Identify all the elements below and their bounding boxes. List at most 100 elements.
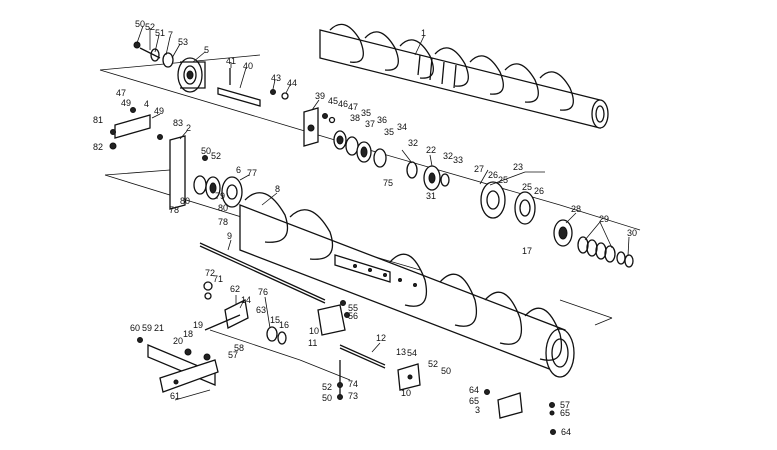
label-55: 55	[348, 303, 358, 313]
label-50c: 50	[441, 366, 451, 376]
label-74: 74	[348, 379, 358, 389]
label-38: 38	[350, 113, 360, 123]
label-78b: 78	[218, 217, 228, 227]
label-2: 2	[186, 123, 191, 133]
label-17: 17	[522, 246, 532, 256]
label-12: 12	[376, 333, 386, 343]
bearing-stack-35-38	[322, 113, 387, 168]
label-32a: 32	[408, 138, 418, 148]
label-21: 21	[154, 323, 164, 333]
label-44: 44	[287, 78, 297, 88]
label-30: 30	[627, 228, 637, 238]
label-75: 75	[383, 178, 393, 188]
label-52d: 52	[322, 382, 332, 392]
label-62: 62	[230, 284, 240, 294]
label-53: 53	[178, 37, 188, 47]
label-33: 33	[453, 155, 463, 165]
label-37: 37	[365, 119, 375, 129]
label-7: 7	[168, 30, 173, 40]
label-32b: 32	[443, 151, 453, 161]
sprocket-group-22	[406, 161, 450, 191]
label-81: 81	[93, 115, 103, 125]
label-50a: 50	[135, 19, 145, 29]
lower-linkage	[203, 281, 421, 400]
bracket-39	[303, 107, 319, 147]
label-52b: 52	[211, 151, 221, 161]
label-56: 56	[348, 311, 358, 321]
label-28: 28	[571, 204, 581, 214]
leader-lines	[136, 25, 630, 353]
label-63: 63	[256, 305, 266, 315]
label-16: 16	[279, 320, 289, 330]
label-19: 19	[193, 320, 203, 330]
label-79: 79	[215, 191, 225, 201]
label-80b: 80	[218, 203, 228, 213]
label-43: 43	[271, 73, 281, 83]
label-80a: 80	[180, 196, 190, 206]
label-47a: 47	[348, 102, 358, 112]
label-83: 83	[173, 118, 183, 128]
label-25b: 25	[522, 182, 532, 192]
label-8: 8	[275, 184, 280, 194]
label-35b: 35	[384, 127, 394, 137]
rod-9	[199, 242, 326, 304]
main-auger-tube	[239, 192, 575, 378]
label-39: 39	[315, 91, 325, 101]
label-40: 40	[243, 61, 253, 71]
label-60: 60	[130, 323, 140, 333]
label-20: 20	[173, 336, 183, 346]
label-54: 54	[407, 348, 417, 358]
label-13: 13	[396, 347, 406, 357]
label-22: 22	[426, 145, 436, 155]
label-1: 1	[421, 28, 426, 38]
label-47b: 47	[116, 88, 126, 98]
label-76: 76	[258, 287, 268, 297]
label-5: 5	[204, 45, 209, 55]
label-10b: 10	[401, 388, 411, 398]
label-52a: 52	[145, 22, 155, 32]
label-51: 51	[155, 28, 165, 38]
label-15: 15	[270, 315, 280, 325]
label-9: 9	[227, 231, 232, 241]
label-31: 31	[426, 191, 436, 201]
label-57b: 57	[560, 400, 570, 410]
label-50b: 50	[201, 146, 211, 156]
callout-labels: 50 52 51 7 53 5 1 41 40 43 44 39 45 46 4…	[93, 19, 637, 437]
label-45: 45	[328, 96, 338, 106]
label-27: 27	[474, 164, 484, 174]
label-36: 36	[377, 115, 387, 125]
bearing-small-7	[133, 41, 174, 68]
label-82: 82	[93, 142, 103, 152]
label-61: 61	[170, 391, 180, 401]
label-77: 77	[247, 168, 257, 178]
label-64a: 64	[469, 385, 479, 395]
label-59: 59	[142, 323, 152, 333]
label-11: 11	[308, 338, 317, 348]
washers-29	[577, 236, 634, 268]
mount-bracket-2	[109, 107, 186, 210]
label-26a: 26	[488, 170, 498, 180]
label-35a: 35	[361, 108, 371, 118]
scraper-bar-21	[137, 337, 219, 393]
end-hub-28	[553, 219, 573, 247]
clip-3	[484, 389, 556, 435]
label-3: 3	[475, 405, 480, 415]
sprocket-23	[480, 181, 536, 225]
label-41: 41	[226, 56, 236, 66]
label-49b: 49	[154, 106, 164, 116]
label-10a: 10	[309, 326, 319, 336]
label-29: 29	[599, 214, 609, 224]
label-78a: 78	[169, 205, 179, 215]
label-34: 34	[397, 122, 407, 132]
label-58: 58	[234, 343, 244, 353]
label-72: 72	[205, 268, 215, 278]
upper-auger-tube	[319, 23, 609, 129]
label-49a: 49	[121, 98, 131, 108]
label-25a: 25	[498, 175, 508, 185]
shaft-40	[217, 68, 289, 107]
label-64b: 64	[561, 427, 571, 437]
label-26b: 26	[534, 186, 544, 196]
label-14: 14	[241, 295, 251, 305]
label-73: 73	[348, 391, 358, 401]
label-65b: 65	[560, 408, 570, 418]
